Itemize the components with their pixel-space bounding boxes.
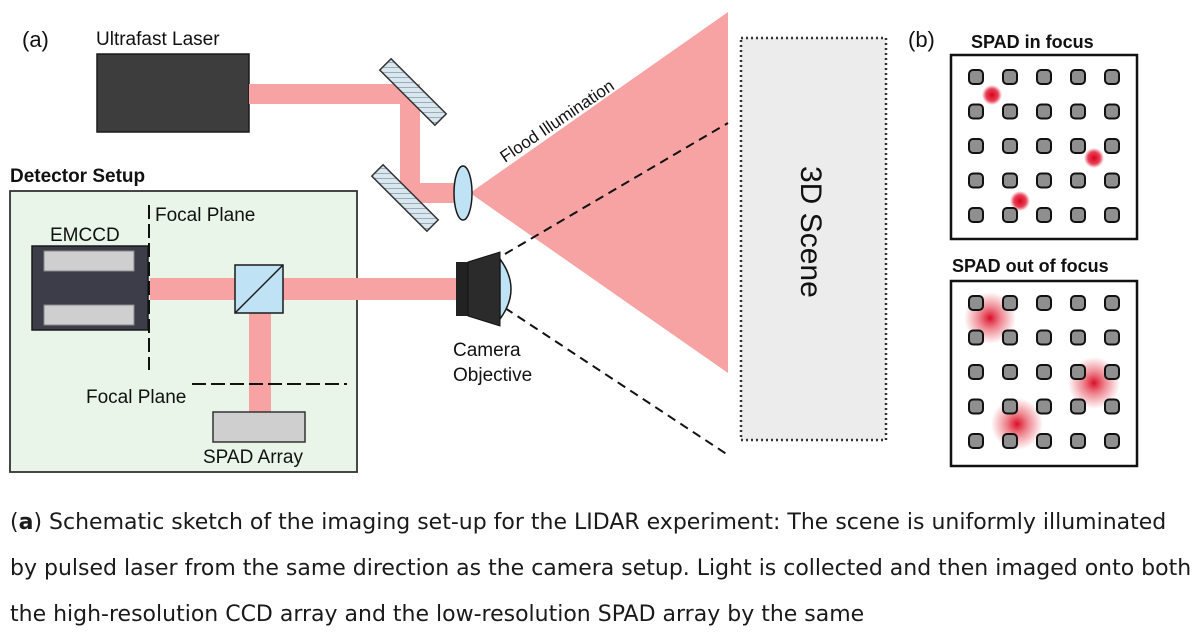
spad-pixel [968,329,984,346]
spad-pixel [1036,103,1052,120]
spad-pixel [1036,433,1052,449]
spad-pixel [968,398,984,415]
spad-pixel [1036,364,1052,380]
spad-out-focus-label: SPAD out of focus [952,256,1109,276]
spad-pixel [968,69,984,85]
scene-label: 3D Scene [794,166,827,298]
focal-plane-top-label: Focal Plane [155,205,255,226]
spad-pixel [1002,69,1018,85]
spad-pixel [1002,207,1018,223]
spad-array-detector [212,411,306,443]
panel-a-label: (a) [22,27,49,52]
spad-pixel [1070,172,1086,189]
beam-splitter [234,264,284,314]
mirror-upper [378,57,448,127]
mirror-lower [370,163,440,233]
flood-illumination-cone [470,12,728,373]
spad-pixel [1036,138,1052,154]
spad-pixel [1036,329,1052,346]
caption-panel-label: a [18,510,34,535]
spad-pixel [1070,295,1086,311]
spad-pixel [1070,398,1086,415]
spad-pixel [1104,69,1120,85]
detector-setup-label: Detector Setup [10,166,145,187]
spad-pixel [1036,398,1052,415]
spad-pixel [1070,138,1086,154]
emccd-label: EMCCD [50,225,120,246]
camera-field-of-view [504,122,729,456]
spad-pixel [968,364,984,380]
spad-pixel [1070,69,1086,85]
spad-pixel [968,207,984,223]
spad-pixel [1070,433,1086,449]
camera-objective [456,251,512,327]
spad-pixel [1104,364,1120,380]
laser-box [96,53,250,133]
figure-caption: (a) Schematic sketch of the imaging set-… [10,510,1192,627]
spad-pixel [1104,138,1120,154]
caption-text: Schematic sketch of the imaging set-up f… [10,510,1192,627]
spad-pixel [1002,172,1018,189]
focal-plane-bottom-label: Focal Plane [86,387,186,408]
camera-objective-label-line2: Objective [453,365,532,386]
spad-pixel [968,172,984,189]
spad-pixel [1002,433,1018,449]
light-spot [1010,191,1030,211]
spad-pixel [1104,172,1120,189]
panel-b-label: (b) [908,27,935,52]
spad-pixel [1104,329,1120,346]
spad-pixel [1002,329,1018,346]
spad-pixel [1036,69,1052,85]
lidar-setup-diagram: (a) (b) Ultrafast Laser Flood Illuminati… [9,12,1139,473]
spad-pixel [1104,398,1120,415]
spad-out-focus-grid [964,292,1120,450]
spad-pixel [1036,207,1052,223]
camera-objective-label-line1: Camera [453,340,521,361]
spad-pixel [1104,103,1120,120]
light-spot [1084,148,1104,168]
light-spot [982,85,1002,105]
spad-pixel [968,138,984,154]
scene-box [739,36,888,442]
spad-pixel [1104,295,1120,311]
laser-label: Ultrafast Laser [96,29,220,50]
spad-pixel [1104,433,1120,449]
spad-pixel [1070,207,1086,223]
spad-pixel [1002,138,1018,154]
spad-pixel [1002,103,1018,120]
spad-pixel [1104,207,1120,223]
spad-pixel [968,103,984,120]
spad-pixel [1070,329,1086,346]
spad-pixel [968,295,984,311]
spad-pixel [1002,398,1018,415]
spad-pixel [1070,364,1086,380]
spad-pixel [1036,295,1052,311]
emccd-detector [31,245,149,331]
spad-pixel [1002,364,1018,380]
spad-in-focus-grid [968,69,1120,223]
spad-pixel [1002,295,1018,311]
spad-pixel [1036,172,1052,189]
spad-array-label: SPAD Array [203,447,303,468]
illumination-lens [453,165,473,221]
spad-pixel [968,433,984,449]
spad-in-focus-label: SPAD in focus [971,32,1094,52]
spad-pixel [1070,103,1086,120]
